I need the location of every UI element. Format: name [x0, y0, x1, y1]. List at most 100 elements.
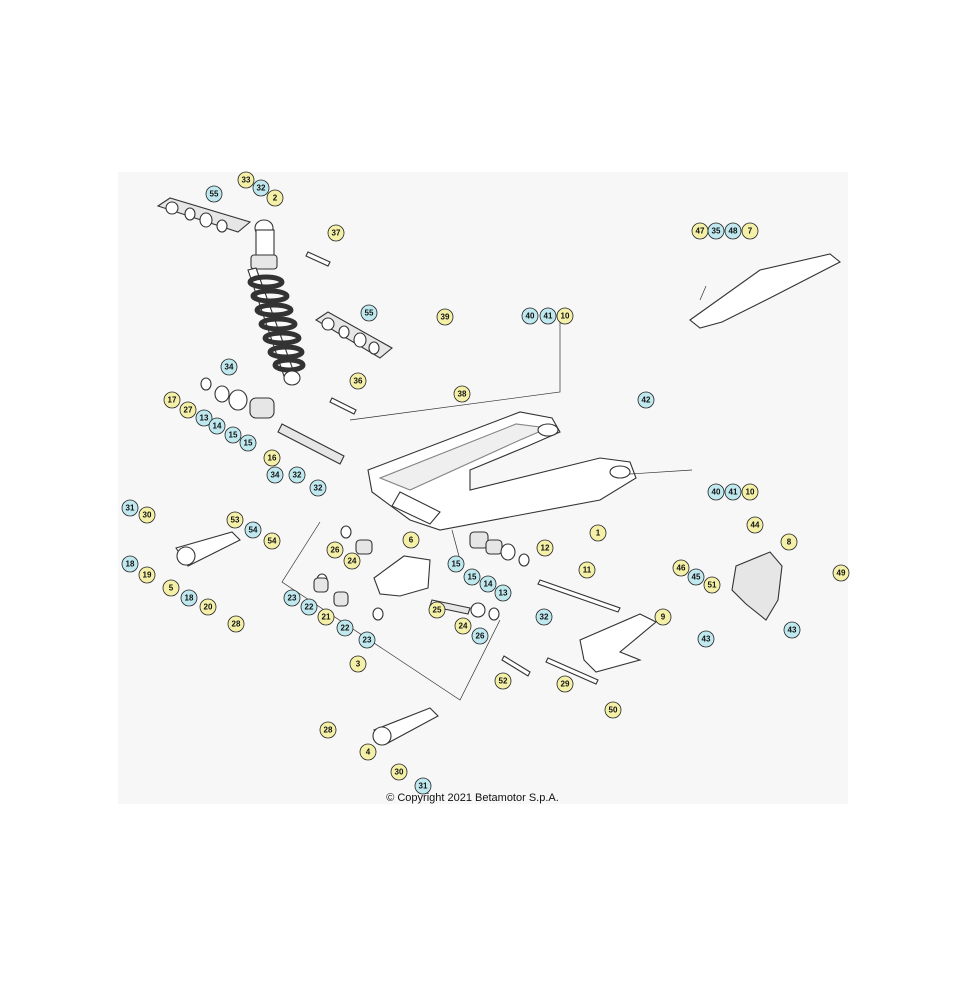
- callout-circle: [556, 307, 574, 325]
- callout-circle: [288, 466, 306, 484]
- callout-circle: [556, 675, 574, 693]
- callout-16: 16: [263, 449, 281, 467]
- callout-circle: [244, 521, 262, 539]
- callout-circle: [359, 743, 377, 761]
- callout-label: 23: [363, 636, 372, 645]
- bolt-11: [537, 579, 621, 613]
- callout-label: 30: [395, 768, 404, 777]
- shock-absorber: [247, 219, 306, 386]
- callout-label: 42: [642, 396, 651, 405]
- callout-circle: [707, 483, 725, 501]
- callout-circle: [266, 466, 284, 484]
- axle-16: [277, 423, 345, 465]
- callout-14: 14: [208, 417, 226, 435]
- callout-3: 3: [349, 655, 367, 673]
- callout-circle: [521, 307, 539, 325]
- callout-15: 15: [239, 434, 257, 452]
- callout-label: 37: [332, 229, 341, 238]
- callout-circle: [494, 672, 512, 690]
- callout-32: 32: [288, 466, 306, 484]
- callout-label: 29: [561, 680, 570, 689]
- callout-10: 10: [556, 307, 574, 325]
- callout-circle: [414, 777, 432, 795]
- callout-38: 38: [453, 385, 471, 403]
- callout-34: 34: [220, 358, 238, 376]
- callout-22: 22: [336, 619, 354, 637]
- callout-label: 26: [476, 632, 485, 641]
- callout-label: 38: [458, 390, 467, 399]
- callout-circle: [360, 304, 378, 322]
- callout-label: 18: [185, 594, 194, 603]
- callout-circle: [239, 434, 257, 452]
- callout-6: 6: [402, 531, 420, 549]
- callout-label: 31: [419, 782, 428, 791]
- callout-20: 20: [199, 598, 217, 616]
- callout-circle: [220, 358, 238, 376]
- callout-label: 11: [583, 566, 592, 575]
- callout-circle: [349, 655, 367, 673]
- callout-25: 25: [428, 601, 446, 619]
- copyright-text: © Copyright 2021 Betamotor S.p.A.: [386, 792, 559, 804]
- callout-24: 24: [343, 552, 361, 570]
- callout-11: 11: [578, 561, 596, 579]
- callout-circle: [263, 532, 281, 550]
- callout-label: 1: [596, 529, 601, 538]
- callout-label: 22: [305, 603, 314, 612]
- callout-22: 22: [300, 598, 318, 616]
- callout-label: 47: [696, 227, 705, 236]
- callout-53: 53: [226, 511, 244, 529]
- callout-circle: [494, 584, 512, 602]
- callout-label: 44: [751, 521, 760, 530]
- callout-circle: [317, 608, 335, 626]
- callout-circle: [703, 576, 721, 594]
- callout-label: 24: [459, 622, 468, 631]
- callout-19: 19: [138, 566, 156, 584]
- callout-label: 40: [526, 312, 535, 321]
- callout-circle: [199, 598, 217, 616]
- callout-label: 55: [210, 190, 219, 199]
- callout-circle: [724, 222, 742, 240]
- callout-44: 44: [746, 516, 764, 534]
- callout-27: 27: [179, 401, 197, 419]
- callout-label: 43: [788, 626, 797, 635]
- callout-label: 36: [354, 377, 363, 386]
- callout-4: 4: [359, 743, 377, 761]
- callout-43: 43: [783, 621, 801, 639]
- callout-label: 3: [356, 660, 361, 669]
- callout-21: 21: [317, 608, 335, 626]
- callout-18: 18: [180, 589, 198, 607]
- callout-label: 28: [324, 726, 333, 735]
- callout-28: 28: [319, 721, 337, 739]
- callout-label: 13: [499, 589, 508, 598]
- callout-circle: [263, 449, 281, 467]
- callout-label: 45: [692, 573, 701, 582]
- callout-label: 46: [677, 564, 686, 573]
- callout-label: 27: [184, 406, 193, 415]
- callout-30: 30: [138, 506, 156, 524]
- callout-label: 22: [341, 624, 350, 633]
- callout-circle: [195, 409, 213, 427]
- bolt-36: [329, 397, 357, 415]
- callout-label: 20: [204, 603, 213, 612]
- callout-label: 30: [143, 511, 152, 520]
- callout-label: 18: [126, 560, 135, 569]
- callout-label: 34: [225, 363, 234, 372]
- callout-14: 14: [479, 575, 497, 593]
- callout-23: 23: [358, 631, 376, 649]
- callout-label: 31: [126, 504, 135, 513]
- callout-circle: [832, 564, 850, 582]
- callout-label: 34: [271, 471, 280, 480]
- callout-label: 41: [544, 312, 553, 321]
- callout-circle: [226, 511, 244, 529]
- callout-label: 8: [787, 538, 792, 547]
- callout-label: 53: [231, 516, 240, 525]
- callout-37: 37: [327, 224, 345, 242]
- callout-18: 18: [121, 555, 139, 573]
- callout-label: 16: [268, 454, 277, 463]
- bushing-set-lower: [314, 311, 393, 359]
- callout-circle: [536, 539, 554, 557]
- callout-42: 42: [637, 391, 655, 409]
- callout-17: 17: [163, 391, 181, 409]
